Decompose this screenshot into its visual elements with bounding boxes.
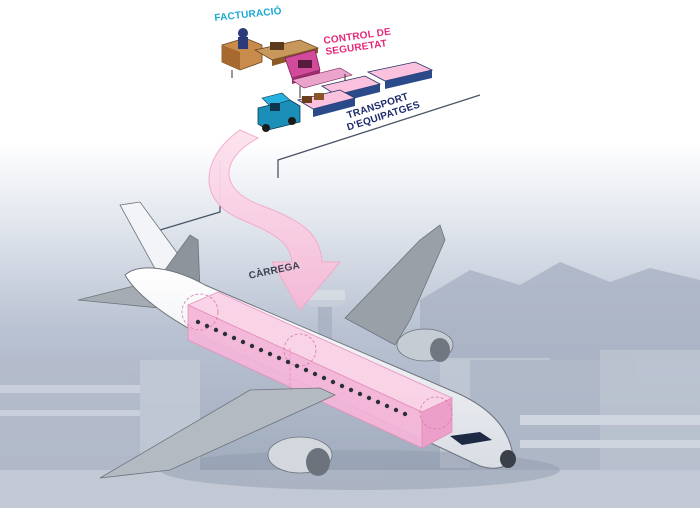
airplane-nose [500, 450, 516, 468]
mountains [420, 262, 700, 360]
